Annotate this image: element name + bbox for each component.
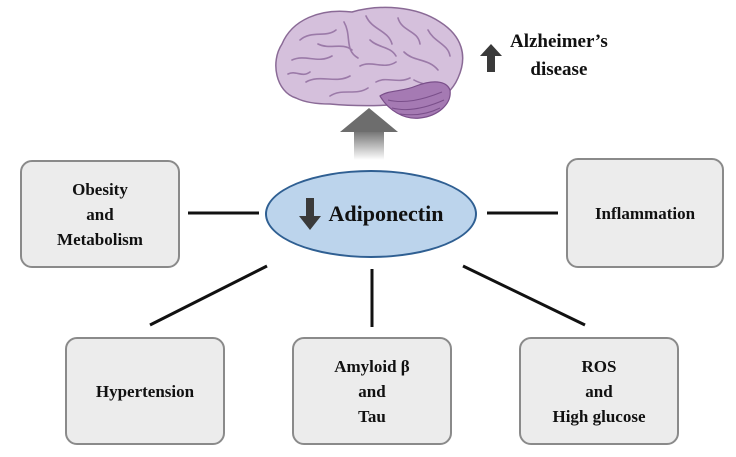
amyloid-line2: and <box>358 381 386 401</box>
gradient-arrow-icon <box>340 108 398 160</box>
connector-ros <box>462 264 586 327</box>
factor-box-amyloid: Amyloid β and Tau <box>292 337 452 445</box>
outcome-line1: Alzheimer’s <box>510 31 608 52</box>
amyloid-line1: Amyloid β <box>334 356 410 376</box>
obesity-line2: and <box>86 204 114 224</box>
amyloid-line3: Tau <box>358 406 386 426</box>
outcome-label: Alzheimer’s disease <box>510 28 608 84</box>
factor-box-obesity: Obesity and Metabolism <box>20 160 180 268</box>
obesity-line3: Metabolism <box>57 229 143 249</box>
brain-icon <box>275 6 464 119</box>
adiponectin-label: Adiponectin <box>328 201 444 226</box>
hypertension-line1: Hypertension <box>95 381 195 401</box>
factor-box-inflammation: Inflammation <box>566 158 724 268</box>
down-arrow-icon <box>298 198 321 230</box>
factor-box-hypertension: Hypertension <box>65 337 225 445</box>
factor-box-ros: ROS and High glucose <box>519 337 679 445</box>
adiponectin-node: Adiponectin <box>265 170 477 258</box>
ros-line2: and <box>585 381 613 401</box>
outcome-line2: disease <box>530 59 588 80</box>
up-arrow-icon <box>480 44 502 72</box>
connector-hypertension <box>149 264 268 327</box>
inflammation-line1: Inflammation <box>594 203 696 223</box>
ros-line1: ROS <box>581 356 617 376</box>
ros-line3: High glucose <box>552 406 646 426</box>
obesity-line1: Obesity <box>72 179 128 199</box>
